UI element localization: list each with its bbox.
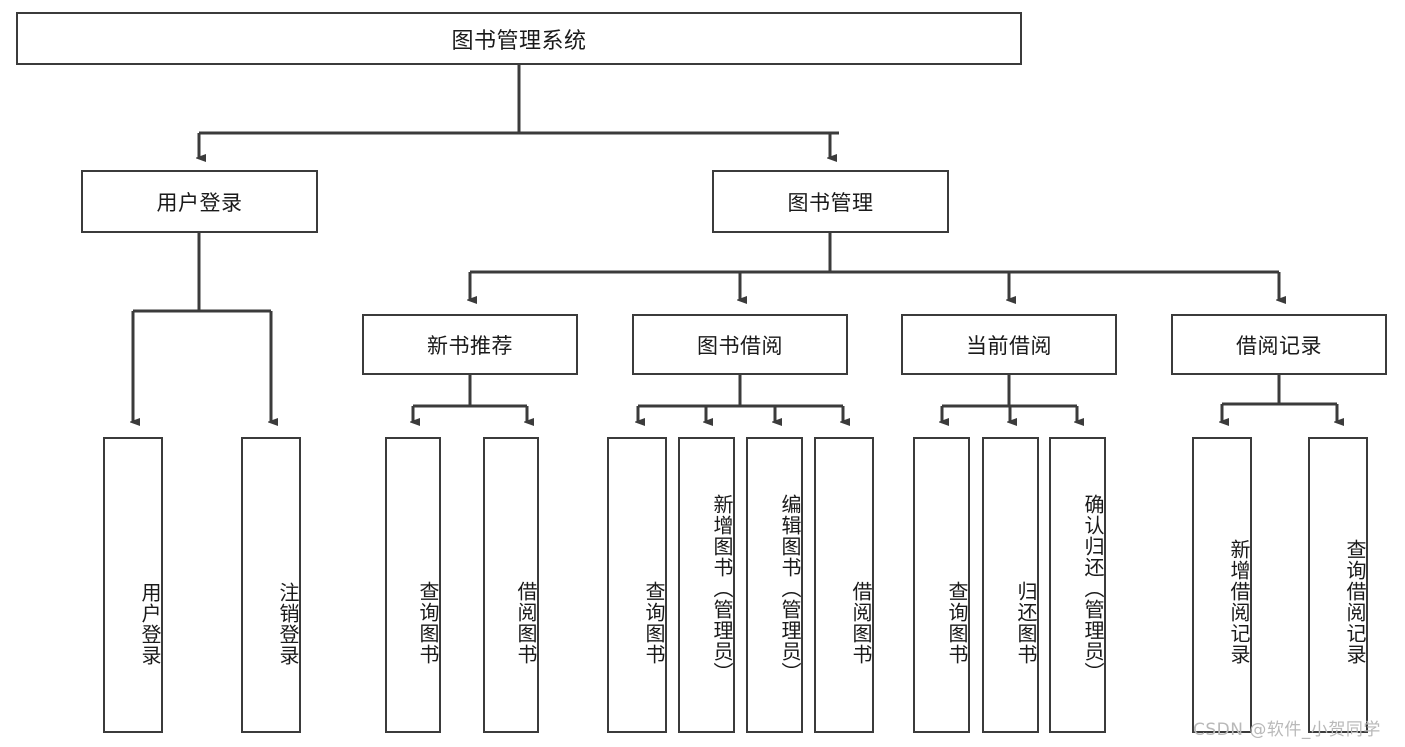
leaf-query-book-3[interactable]: 查询图书 <box>913 437 970 733</box>
node-root[interactable]: 图书管理系统 <box>16 12 1022 65</box>
leaf-query-book-1[interactable]: 查询图书 <box>385 437 441 733</box>
csdn-watermark: CSDN @软件_小贺同学 <box>1193 720 1381 740</box>
leaf-add-book[interactable]: 新增图书（管理员） <box>678 437 735 733</box>
leaf-edit-book[interactable]: 编辑图书（管理员） <box>746 437 803 733</box>
node-new-book-rec[interactable]: 新书推荐 <box>362 314 578 375</box>
leaf-borrow-book-2[interactable]: 借阅图书 <box>814 437 874 733</box>
leaf-add-borrow-record[interactable]: 新增借阅记录 <box>1192 437 1252 733</box>
leaf-return-book[interactable]: 归还图书 <box>982 437 1039 733</box>
node-borrow-record[interactable]: 借阅记录 <box>1171 314 1387 375</box>
leaf-logout-login[interactable]: 注销登录 <box>241 437 301 733</box>
node-book-borrow[interactable]: 图书借阅 <box>632 314 848 375</box>
leaf-query-book-2[interactable]: 查询图书 <box>607 437 667 733</box>
node-user-login[interactable]: 用户登录 <box>81 170 318 233</box>
leaf-borrow-book-1[interactable]: 借阅图书 <box>483 437 539 733</box>
node-book-manage[interactable]: 图书管理 <box>712 170 949 233</box>
node-current-borrow[interactable]: 当前借阅 <box>901 314 1117 375</box>
leaf-confirm-return[interactable]: 确认归还（管理员） <box>1049 437 1106 733</box>
leaf-user-login[interactable]: 用户登录 <box>103 437 163 733</box>
leaf-query-borrow-record[interactable]: 查询借阅记录 <box>1308 437 1368 733</box>
